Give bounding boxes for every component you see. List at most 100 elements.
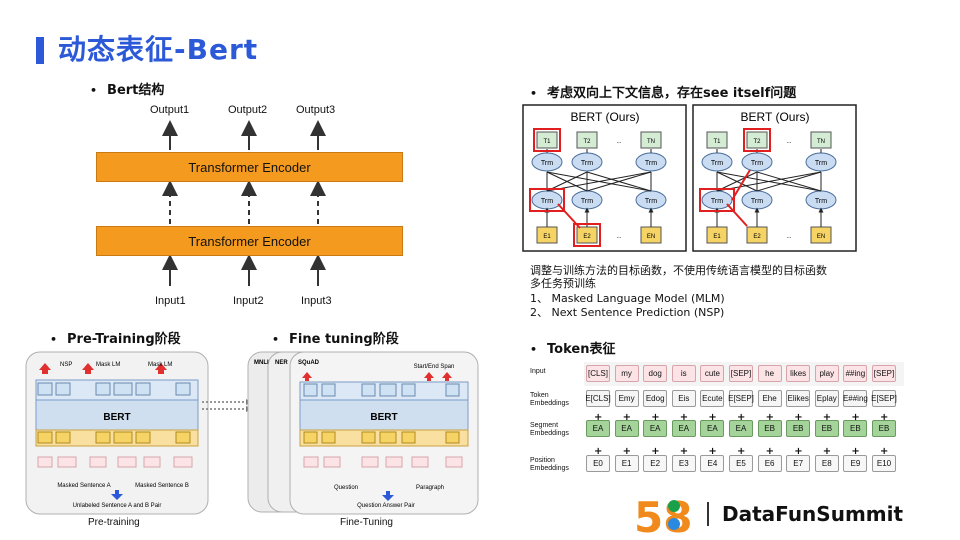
row-label-segment: Segment Embeddings: [530, 422, 569, 437]
svg-text:E1: E1: [713, 234, 721, 240]
panel-title-right: BERT (Ours): [741, 110, 810, 124]
token-embedding-10: E[SEP]: [871, 390, 897, 407]
input-token-0: [CLS]: [586, 365, 610, 382]
position-embedding-5: E5: [729, 455, 753, 472]
pretrain-bert-label: BERT: [103, 412, 130, 423]
plus-sign: +: [794, 446, 803, 457]
bullet-token-representation: Token表征: [530, 338, 615, 357]
plus-sign: +: [880, 446, 889, 457]
input-token-7: likes: [786, 365, 811, 382]
svg-text:E1: E1: [543, 234, 551, 240]
plus-sign: +: [708, 446, 717, 457]
note-mlm: 1、 Masked Language Model (MLM): [530, 292, 725, 305]
svg-text:Trm: Trm: [711, 198, 723, 205]
note-objective: 调整与训练方法的目标函数，不使用传统语言模型的目标函数: [530, 264, 827, 277]
svg-text:Trm: Trm: [645, 160, 657, 167]
plus-sign: +: [851, 412, 860, 423]
token-embedding-3: Eis: [671, 390, 696, 407]
token-embedding-4: Ecute: [700, 390, 725, 407]
pretrain-masklm-label-2: Mask LM: [148, 362, 172, 368]
position-embedding-4: E4: [700, 455, 725, 472]
plus-sign: +: [679, 412, 689, 423]
svg-text:TN: TN: [817, 139, 825, 145]
pretrain-up-arrow: [111, 490, 123, 500]
token-embedding-5: E[SEP]: [728, 390, 754, 407]
input-token-9: ##ing: [843, 365, 868, 382]
token-embedding-2: Edog: [643, 390, 668, 407]
input-token-1: my: [614, 365, 639, 382]
segment-embedding-0: EA: [586, 420, 610, 437]
segment-embedding-1: EA: [614, 420, 639, 437]
highlight-left-t1: [533, 128, 561, 152]
segment-embedding-5: EA: [729, 420, 753, 437]
svg-text:EN: EN: [817, 234, 825, 240]
token-representation-table: Input Token Embeddings Segment Embedding…: [528, 362, 906, 478]
output-label-3: Output3: [296, 104, 336, 116]
pretrain-token-c: [37, 382, 53, 396]
finetuning-diagram: MNLI NER SQuAD Start/End Span BERT Quest…: [247, 351, 479, 515]
pretraining-caption: Pre-training: [88, 517, 140, 528]
pretrain-masklm-label-1: Mask LM: [96, 362, 120, 368]
output-label-2: Output2: [228, 104, 268, 116]
svg-text:T1: T1: [713, 139, 721, 145]
plus-sign: +: [822, 412, 832, 423]
bullet-bidirectional: 考虑双向上下文信息，存在see itself问题: [530, 82, 796, 101]
highlight-right-trm: [699, 188, 735, 212]
svg-text:Trm: Trm: [541, 160, 553, 167]
input-token-10: [SEP]: [872, 365, 896, 382]
position-embedding-2: E2: [643, 455, 668, 472]
highlight-right-t2: [743, 128, 771, 152]
row-label-token: Token Embeddings: [530, 392, 569, 407]
bert-panel-right: [693, 105, 856, 251]
input-label-1: Input1: [155, 295, 186, 307]
position-embedding-1: E1: [614, 455, 639, 472]
note-multitask: 多任务预训练: [530, 277, 596, 290]
input-label-3: Input3: [301, 295, 332, 307]
question-label: Question: [334, 485, 358, 491]
svg-text:T1: T1: [543, 139, 551, 145]
sentence-b-label: Masked Sentence B: [135, 483, 189, 489]
nsp-arrow: [39, 363, 51, 374]
segment-embedding-10: EB: [872, 420, 896, 437]
pretrain-bert-block: [35, 399, 199, 431]
svg-text:TN: TN: [647, 139, 655, 145]
bert-panel-left: [523, 105, 686, 251]
input-token-2: dog: [643, 365, 668, 382]
position-embedding-0: E0: [586, 455, 610, 472]
token-embedding-7: Elikes: [786, 390, 811, 407]
pretrain-pair-label: Unlabeled Sentence A and B Pair: [73, 503, 162, 509]
position-embedding-3: E3: [671, 455, 696, 472]
svg-text:EN: EN: [647, 234, 655, 240]
svg-text:Trm: Trm: [541, 198, 553, 205]
bullet-bert-structure: Bert结构: [90, 79, 164, 98]
svg-text:58: 58: [634, 494, 692, 538]
plus-sign: +: [851, 446, 860, 457]
logo-58-icon: 58: [634, 494, 692, 538]
pretraining-diagram: BERT Masked Sentence A Masked Sentence B…: [25, 351, 209, 515]
svg-text:...: ...: [786, 234, 791, 240]
token-embedding-0: E[CLS]: [585, 390, 611, 407]
title-accent-bar: [36, 37, 44, 64]
task-mnli-label: MNLI: [254, 360, 269, 366]
note-nsp: 2、 Next Sentence Prediction (NSP): [530, 306, 725, 319]
position-embedding-10: E10: [872, 455, 896, 472]
svg-text:T2: T2: [753, 139, 761, 145]
svg-text:...: ...: [616, 234, 621, 240]
pretrain-to-finetune-arrows: [202, 399, 251, 412]
task-ner-label: NER: [275, 360, 288, 366]
plus-sign: +: [765, 412, 774, 423]
plus-sign: +: [594, 446, 603, 457]
plus-sign: +: [651, 446, 660, 457]
plus-sign: +: [622, 446, 631, 457]
finetuning-caption: Fine-Tuning: [340, 517, 393, 528]
panel-title-left: BERT (Ours): [571, 110, 640, 124]
qa-pair-label: Question Answer Pair: [357, 503, 415, 509]
segment-embedding-4: EA: [700, 420, 725, 437]
task-squad-label: SQuAD: [298, 360, 320, 366]
svg-text:Trm: Trm: [711, 160, 723, 167]
span-label: Start/End Span: [414, 364, 455, 370]
page-title: 动态表征-Bert: [58, 33, 259, 66]
input-token-6: he: [757, 365, 782, 382]
svg-text:Trm: Trm: [581, 160, 593, 167]
row-label-position: Position Embeddings: [530, 457, 569, 472]
